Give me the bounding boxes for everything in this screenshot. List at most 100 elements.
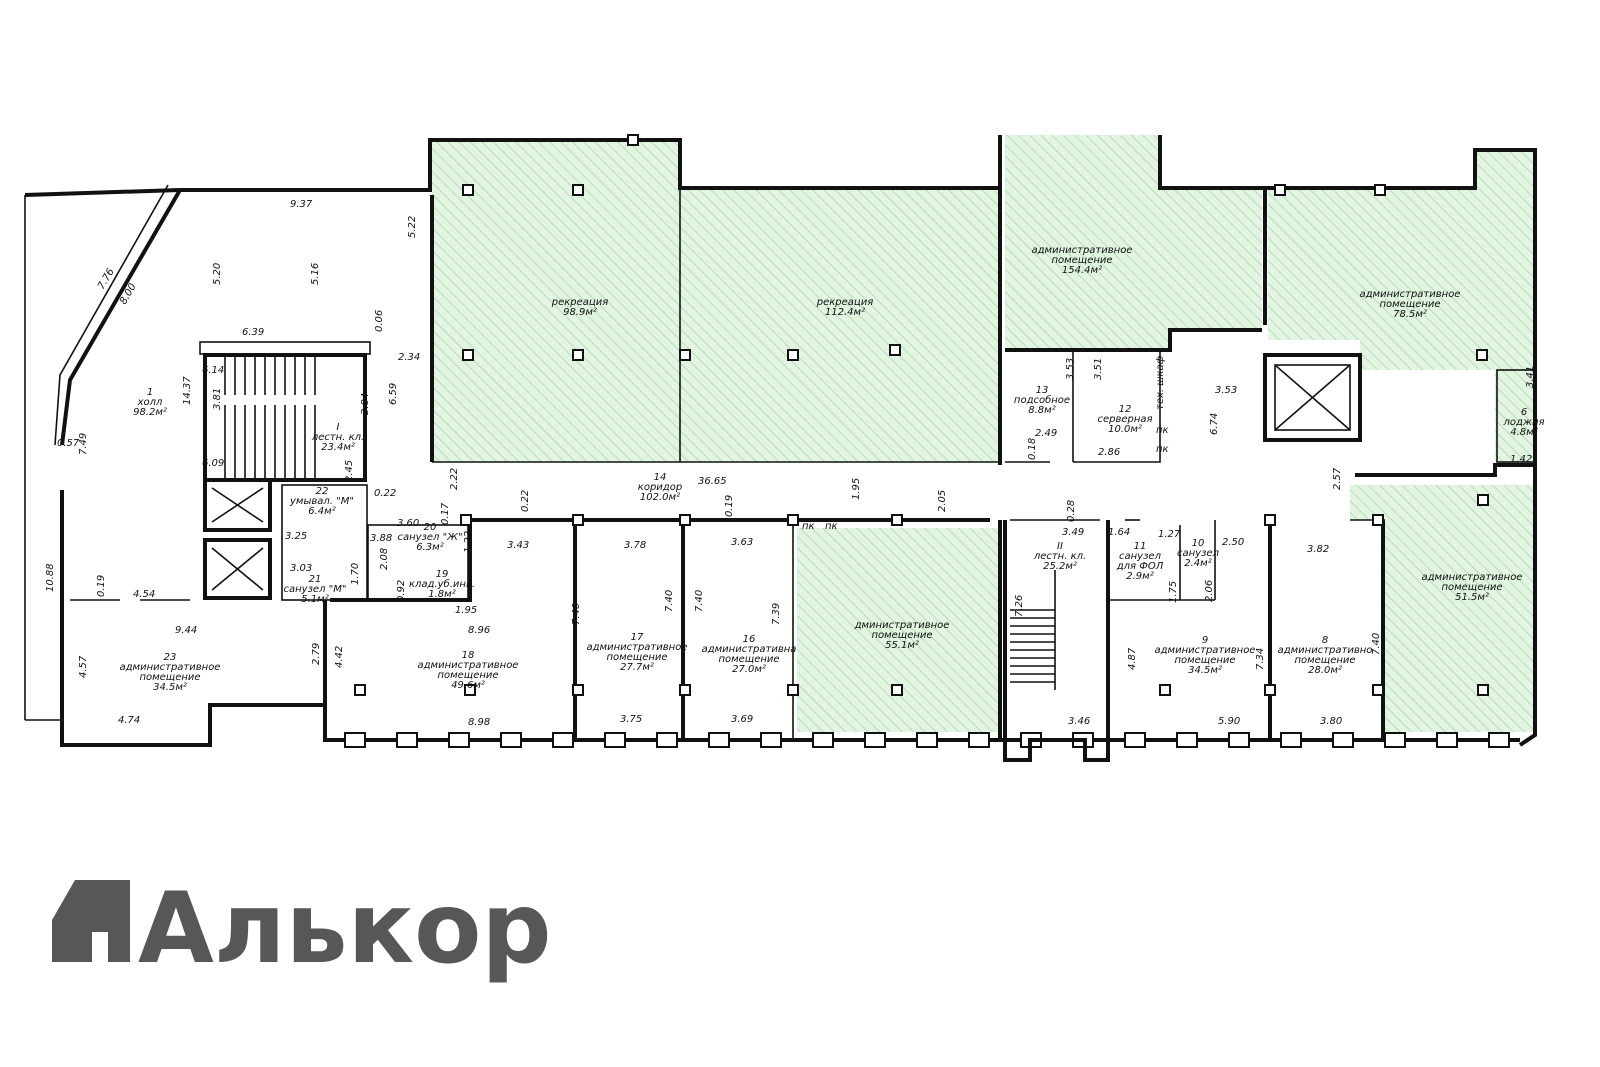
pk-label: пк — [1156, 444, 1169, 455]
window — [448, 732, 470, 748]
room-label-line: помещение — [871, 630, 932, 641]
dimension-label: 2.22 — [449, 468, 460, 490]
zone-recreation[interactable] — [432, 142, 1000, 462]
dimension-label: 3.78 — [624, 540, 646, 551]
column — [462, 349, 474, 361]
column — [1372, 684, 1384, 696]
dimension-label: 9.44 — [175, 625, 197, 636]
column — [1274, 184, 1286, 196]
column — [354, 684, 366, 696]
room-label-line: 2.9м² — [1126, 571, 1153, 582]
dimension-label: 6.09 — [202, 458, 224, 469]
dimension-label: 3.25 — [285, 531, 307, 542]
room-label-line: 18 — [462, 650, 475, 661]
room-label-line: санузел "Ж" — [397, 532, 462, 543]
stair-steps-I — [224, 355, 316, 478]
column — [1372, 514, 1384, 526]
dimension-label: 3.88 — [370, 533, 392, 544]
room-label-line: административное — [120, 662, 221, 673]
window — [1176, 732, 1198, 748]
zone-admin-51[interactable] — [1350, 485, 1535, 732]
dimension-label: 0.06 — [374, 310, 385, 332]
room-label-line: 5.1м² — [301, 594, 328, 605]
room-label-line: 19 — [436, 569, 449, 580]
dimension-label: 3.41 — [1525, 366, 1536, 388]
dimension-label: 7.40 — [664, 590, 675, 612]
small-labels: тех. шкаф пк пк пк пк — [802, 355, 1169, 532]
window — [708, 732, 730, 748]
window — [344, 732, 366, 748]
room-label-line: 21 — [309, 574, 322, 585]
dimension-label: 2.05 — [937, 490, 948, 512]
dimension-label: 8.00 — [118, 282, 139, 307]
dimension-label: 1.95 — [455, 605, 477, 616]
dimension-label: 2.08 — [379, 548, 390, 570]
room-label-line: помещение — [606, 652, 667, 663]
room-label-line: 6.4м² — [308, 506, 335, 517]
room-label-line: 49.6м² — [451, 680, 485, 691]
dimension-label: 0.22 — [374, 488, 396, 499]
room-label-line: помещение — [437, 670, 498, 681]
room-label-line: административна — [702, 644, 797, 655]
room-label-line: 8 — [1322, 635, 1328, 646]
zone-admin-154[interactable] — [1005, 135, 1262, 352]
column — [679, 684, 691, 696]
column — [464, 684, 476, 696]
column — [679, 514, 691, 526]
dimension-label: 4.87 — [1127, 647, 1138, 670]
room-label-line: санузел "М" — [284, 584, 347, 595]
dimension-label: 3.75 — [620, 714, 642, 725]
zone-admin-78[interactable] — [1268, 152, 1535, 465]
column — [787, 684, 799, 696]
room-label-line: помещение — [1294, 655, 1355, 666]
room-label-line: 51.5м² — [1455, 592, 1489, 603]
column — [679, 349, 691, 361]
dimension-label: 5.20 — [212, 263, 223, 285]
window — [500, 732, 522, 748]
dimension-label: 3.81 — [212, 388, 223, 410]
dimension-label: 1.75 — [1168, 581, 1179, 603]
room-label-line: клад.уб.инв. — [409, 578, 475, 590]
dimension-label: 3.60 — [397, 518, 419, 529]
room-label-line: санузел — [1177, 548, 1220, 559]
dimension-label: 36.65 — [698, 476, 727, 487]
room-label-line: рекреация — [551, 297, 609, 308]
dimension-label: 1.22 — [463, 531, 474, 553]
dimension-label: 0.57 — [57, 438, 80, 449]
zone-admin-55[interactable] — [797, 528, 1000, 732]
pk-label: пк — [1156, 425, 1169, 436]
column — [462, 184, 474, 196]
columns — [354, 134, 1489, 696]
dimension-label: 5.90 — [1218, 716, 1240, 727]
highlighted-zones — [432, 135, 1535, 732]
room-label-line: 4.8м² — [1510, 427, 1537, 438]
room-label-line: 27.0м² — [732, 664, 766, 675]
dimension-label: 3.82 — [1307, 544, 1329, 555]
